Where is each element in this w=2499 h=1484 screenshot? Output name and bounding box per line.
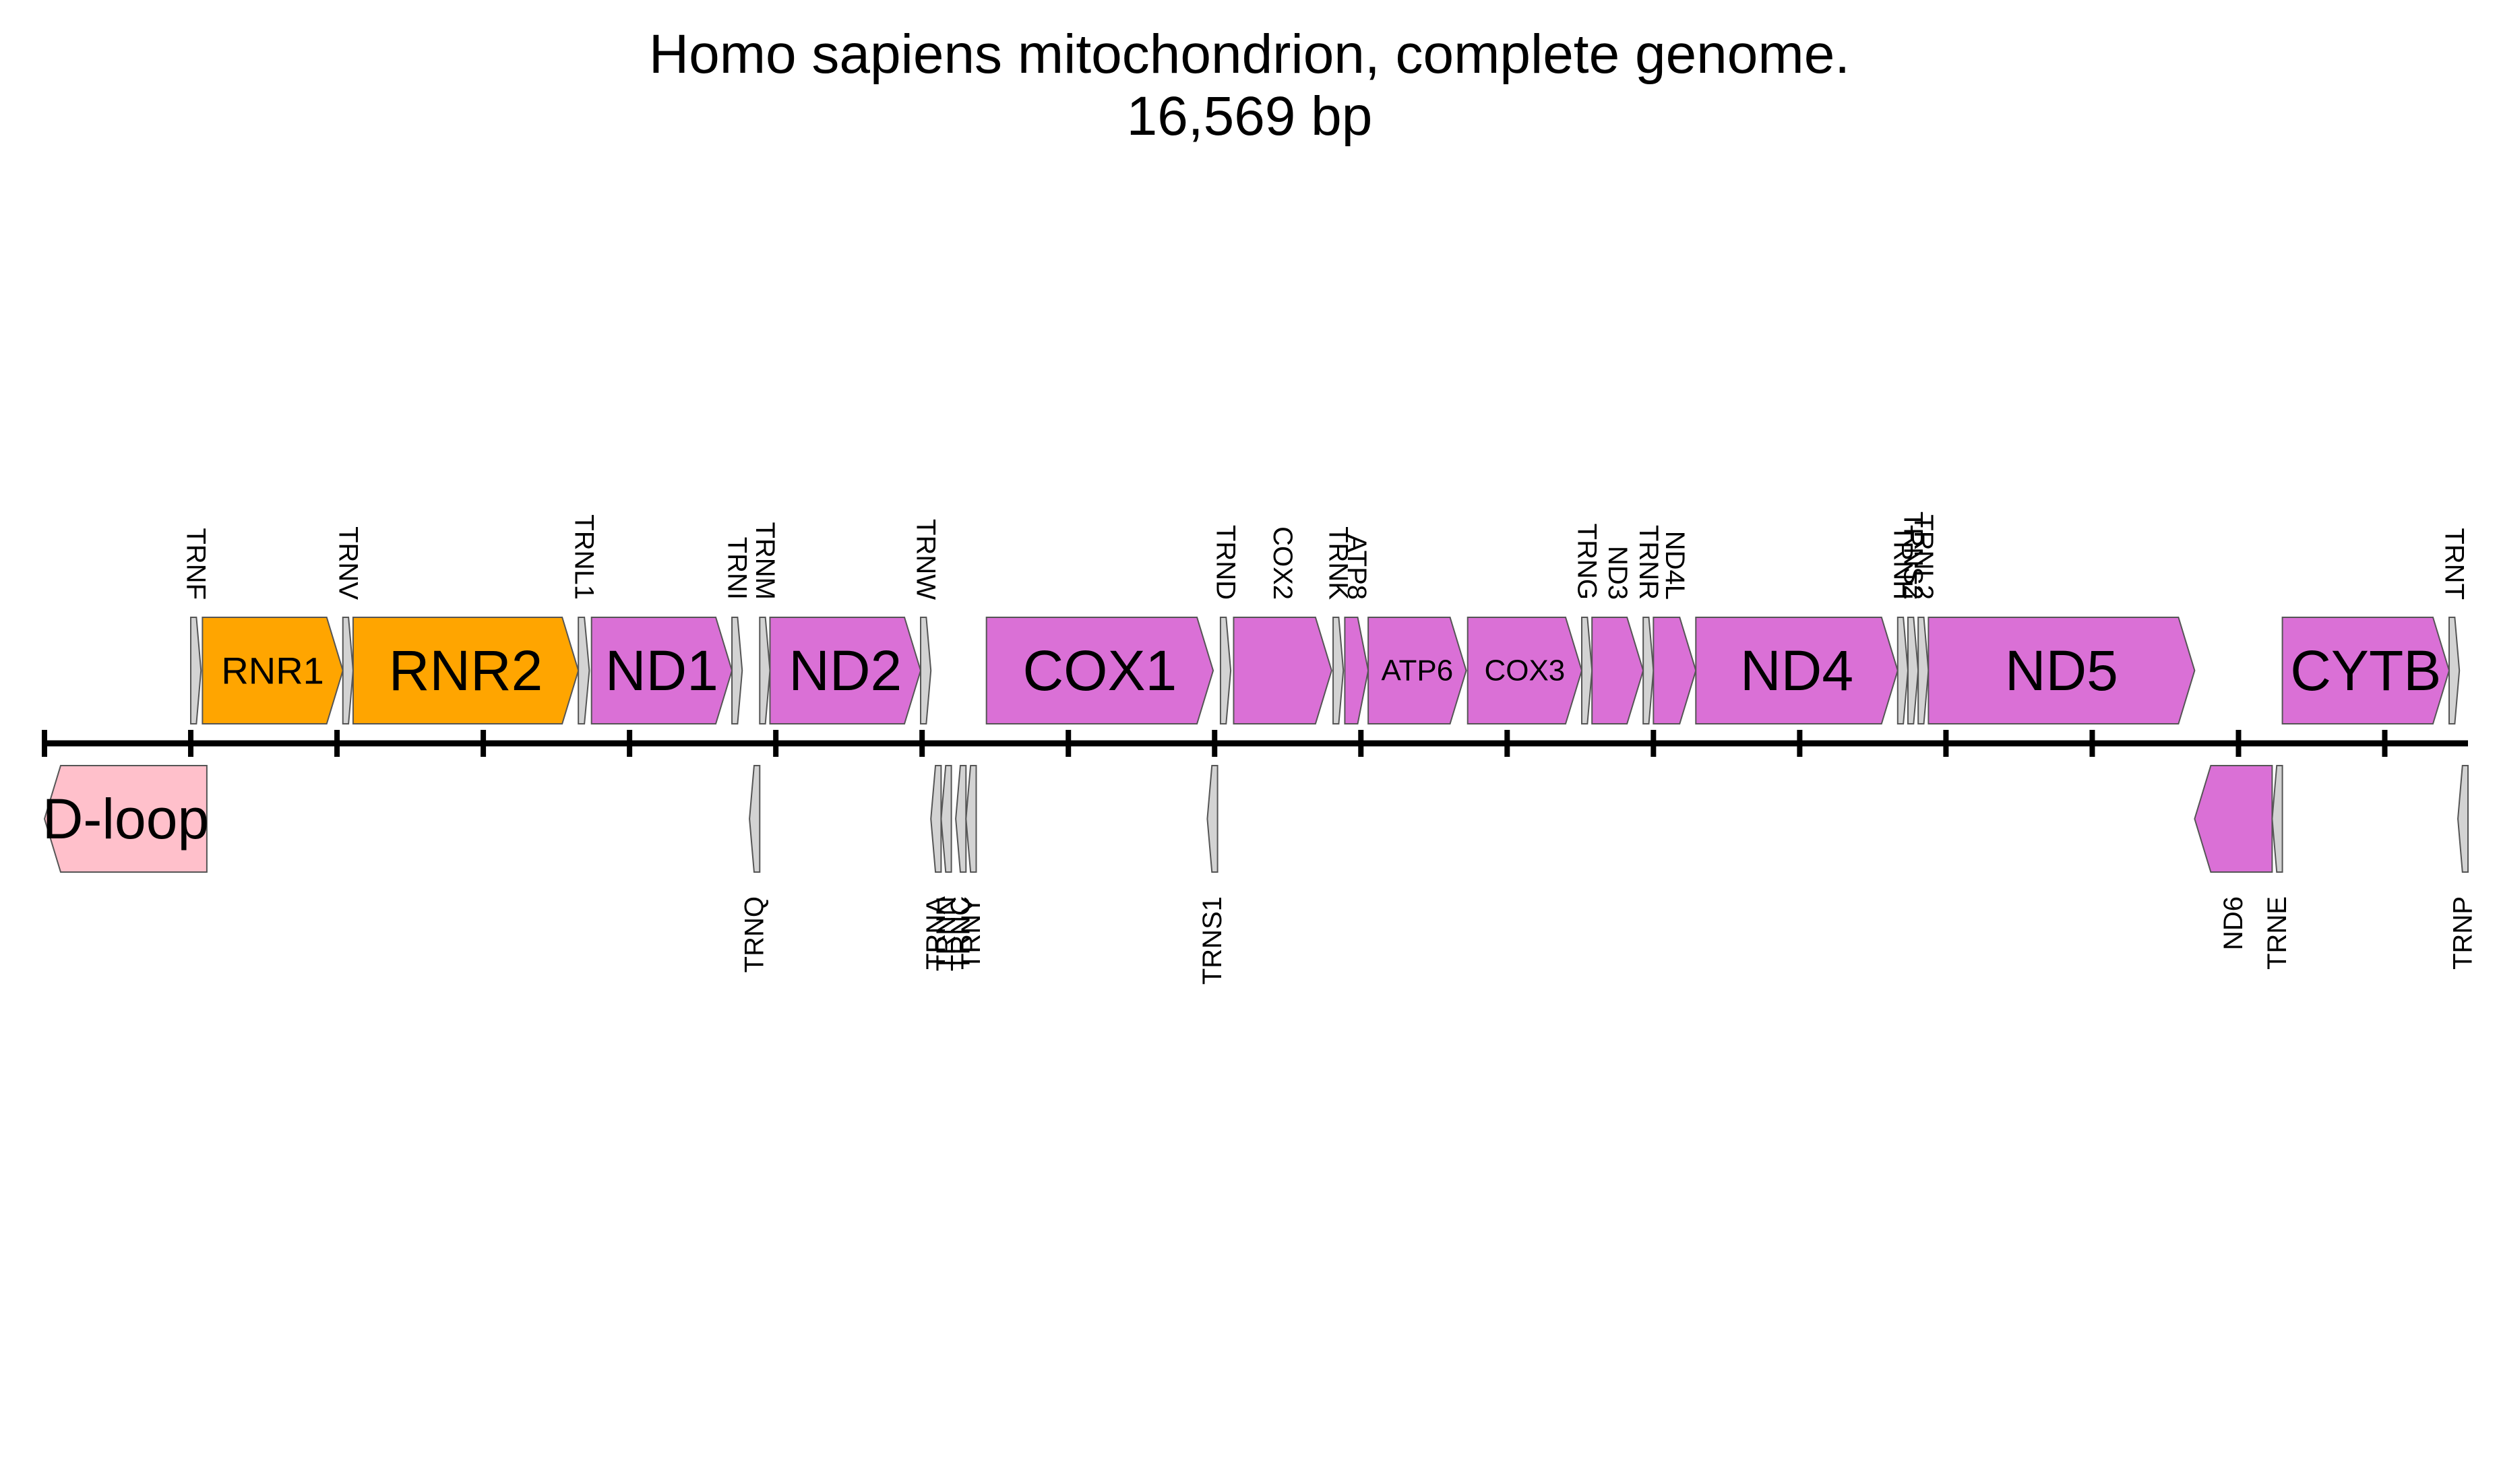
feature-trnt-shape [2448,617,2461,724]
feature-trnr-label: TRNR [1634,525,1663,600]
feature-nd2-label: ND2 [789,639,902,702]
feature-nd5-shape [1927,617,2196,724]
feature-nd1-label: ND1 [605,639,718,702]
feature-trnp-shape [2457,765,2469,873]
feature-trng-shape [1581,617,1593,724]
feature-trny-label: TRNY [956,896,986,970]
feature-cox3-label: COX3 [1484,654,1565,687]
feature-trnn-label: TRNN [931,896,961,971]
feature-trns1-shape [1206,765,1218,873]
feature-cox2-label: COX2 [1268,526,1297,600]
feature-trnd-label: TRND [1211,525,1241,600]
feature-trnw-shape [920,617,932,724]
feature-atp8-label: ATP8 [1342,534,1371,600]
feature-trne-label: TRNE [2262,896,2292,970]
feature-nd4l-shape [1653,617,1697,724]
map-subtitle: 16,569 bp [1126,86,1373,147]
feature-trnh-label: TRNH [1888,525,1917,600]
feature-trnk-shape [1332,617,1345,724]
feature-rnr2-shape [352,617,580,724]
feature-trns2-label: TRNS2 [1899,512,1928,600]
feature-trni-label: TRNI [722,537,752,600]
feature-trnf-label: TRNF [181,528,211,600]
feature-rnr1-shape [202,617,344,724]
feature-d-loop-label: D-loop [42,787,209,851]
feature-rnr1-label: RNR1 [221,650,323,692]
feature-nd2-shape [769,617,922,724]
feature-atp6-label: ATP6 [1381,654,1453,687]
feature-trnv-label: TRNV [333,526,363,600]
feature-nd4-label: ND4 [1740,639,1853,702]
feature-cox3-shape [1467,617,1583,724]
feature-trnm-shape [759,617,771,724]
feature-trnq-shape [749,765,761,873]
feature-nd1-shape [590,617,733,724]
feature-nd6-label: ND6 [2219,896,2248,950]
feature-trnl2-shape [1917,617,1930,724]
feature-trnv-shape [342,617,354,724]
feature-trna-shape [930,765,942,873]
feature-trne-shape [2271,765,2283,873]
feature-nd4-shape [1695,617,1899,724]
feature-cox2-shape [1233,617,1332,724]
feature-trns1-label: TRNS1 [1198,896,1227,985]
feature-trnk-label: TRNK [1324,526,1353,600]
feature-nd3-shape [1591,617,1644,724]
feature-nd4l-label: ND4L [1660,531,1690,600]
feature-trnl2-label: TRNL2 [1909,514,1938,600]
feature-nd3-label: ND3 [1603,546,1632,600]
feature-trny-shape [965,765,977,873]
feature-trnp-label: TRNP [2448,896,2478,970]
feature-trnc-label: TRNC [946,896,976,971]
feature-trnf-shape [190,617,202,724]
feature-trnt-label: TRNT [2440,528,2469,600]
feature-d-loop-shape [43,765,208,873]
feature-trns2-shape [1907,617,1919,724]
feature-rnr2-label: RNR2 [389,639,543,702]
map-title: Homo sapiens mitochondrion, complete gen… [648,24,1851,85]
feature-trnn-shape [940,765,952,873]
feature-trnd-shape [1219,617,1232,724]
feature-trnm-label: TRNM [750,522,780,600]
feature-trna-label: TRNA [921,896,951,970]
feature-nd6-shape [2194,765,2273,873]
feature-atp6-shape [1367,617,1467,724]
feature-cox1-shape [985,617,1214,724]
feature-cytb-shape [2281,617,2450,724]
feature-nd5-label: ND5 [2005,639,2118,702]
feature-trnl1-label: TRNL1 [569,514,598,600]
feature-trnl1-shape [578,617,590,724]
feature-trnc-shape [955,765,967,873]
feature-trnr-shape [1642,617,1655,724]
feature-atp8-shape [1344,617,1369,724]
feature-cytb-label: CYTB [2290,639,2441,702]
feature-trng-label: TRNG [1572,524,1602,600]
feature-trnw-label: TRNW [911,519,941,600]
feature-trnq-label: TRNQ [740,896,770,972]
feature-cox1-label: COX1 [1023,639,1177,702]
feature-trni-shape [731,617,743,724]
feature-trnh-shape [1896,617,1909,724]
